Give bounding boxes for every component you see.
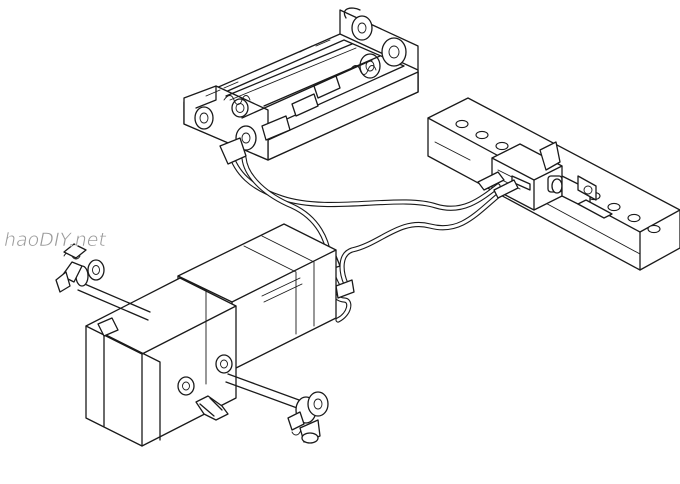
gearbox-motor <box>85 223 337 447</box>
axle-right <box>225 373 329 444</box>
rail-holes <box>455 119 661 234</box>
slide-switch <box>491 141 613 219</box>
battery-holder <box>183 7 419 161</box>
axle-left <box>55 243 151 321</box>
